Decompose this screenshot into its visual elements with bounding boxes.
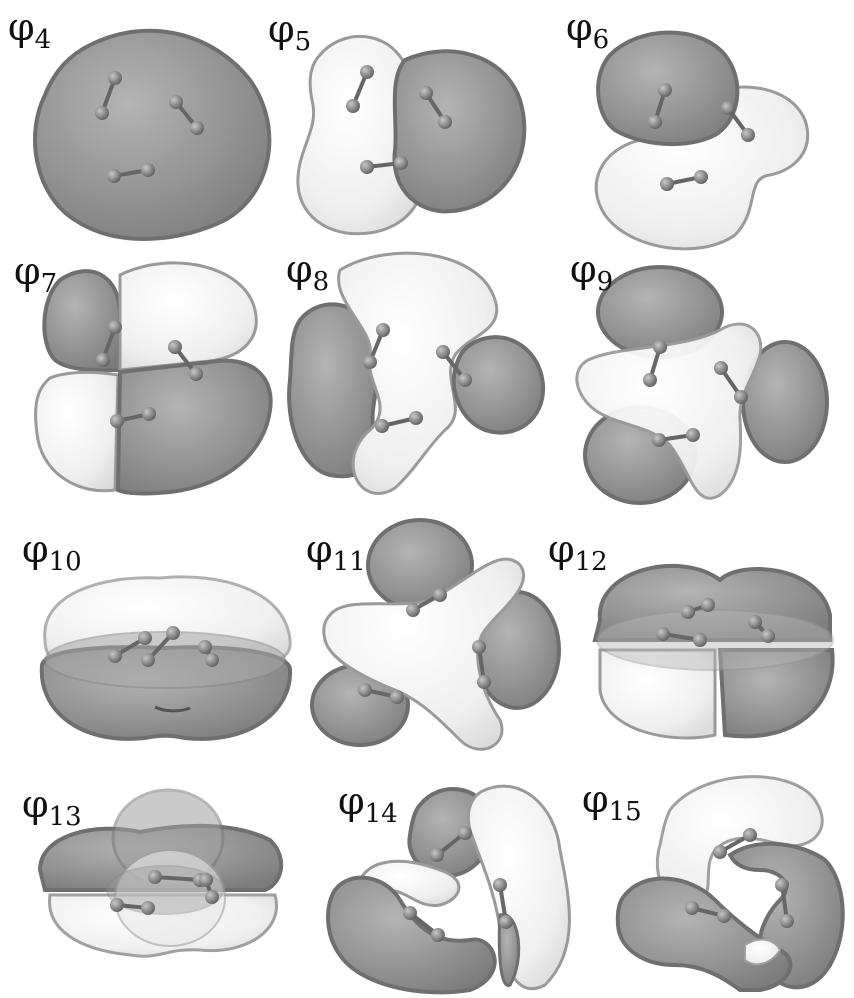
label-phi4: φ4 bbox=[8, 8, 51, 53]
label-phi10: φ10 bbox=[22, 530, 82, 575]
label-phi6: φ6 bbox=[566, 8, 609, 53]
label-phi15: φ15 bbox=[582, 780, 642, 825]
label-phi14: φ14 bbox=[338, 782, 398, 827]
label-phi8: φ8 bbox=[286, 250, 329, 295]
orbital-phi6 bbox=[596, 33, 807, 249]
label-phi5: φ5 bbox=[268, 10, 311, 55]
orbital-phi10 bbox=[42, 577, 290, 739]
orbital-phi9 bbox=[577, 267, 827, 503]
orbital-phi12 bbox=[595, 566, 833, 738]
label-phi13: φ13 bbox=[22, 785, 82, 830]
label-phi9: φ9 bbox=[570, 250, 613, 295]
label-phi7: φ7 bbox=[14, 252, 57, 297]
orbital-phi15 bbox=[618, 777, 843, 990]
orbital-phi5 bbox=[298, 36, 524, 233]
label-phi12: φ12 bbox=[548, 530, 608, 575]
orbital-phi4 bbox=[35, 31, 269, 239]
orbital-phi7 bbox=[36, 263, 271, 494]
label-phi11: φ11 bbox=[306, 530, 366, 575]
